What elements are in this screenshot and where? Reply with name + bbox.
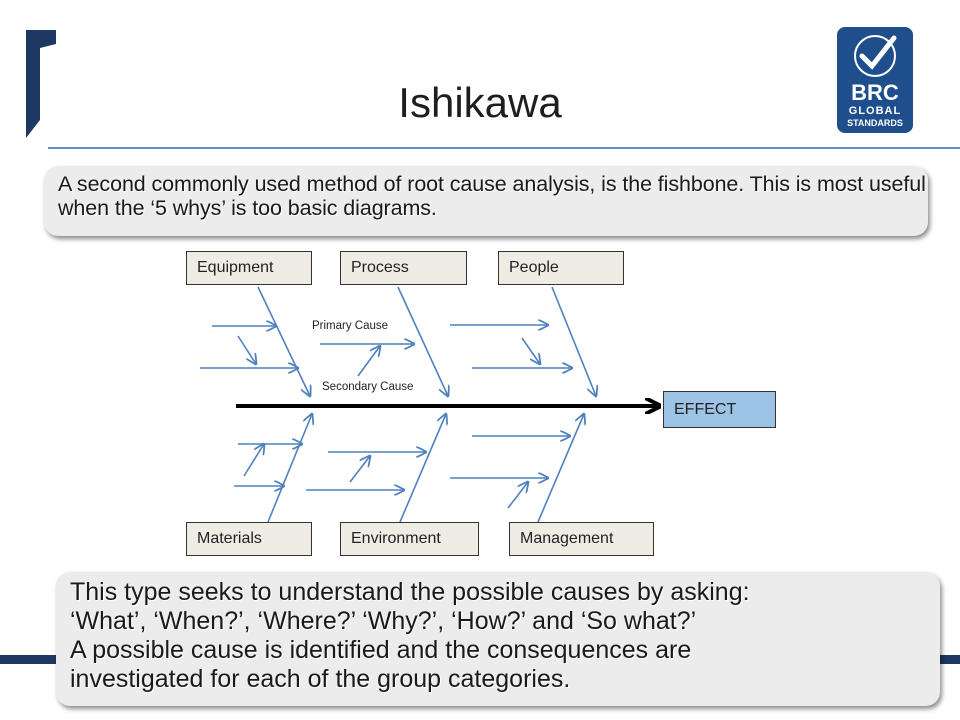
brc-logo-badge: BRC GLOBAL STANDARDS — [837, 27, 913, 133]
cause-arrow — [507, 482, 528, 509]
brc-logo: BRC GLOBAL STANDARDS — [836, 26, 914, 134]
footer-band-right — [936, 655, 960, 664]
explanation-line-1: This type seeks to understand the possib… — [70, 578, 750, 606]
category-management: Management — [509, 522, 654, 556]
explanation-line-4: investigated for each of the group categ… — [70, 665, 571, 693]
category-materials: Materials — [186, 522, 312, 556]
logo-text-standards: STANDARDS — [847, 118, 903, 128]
cause-arrow — [521, 337, 540, 364]
intro-callout: A second commonly used method of root ca… — [44, 166, 928, 236]
cause-arrow — [237, 335, 256, 364]
bone-process — [397, 286, 448, 396]
category-environment: Environment — [340, 522, 479, 556]
bone-materials — [267, 414, 312, 523]
cause-arrow — [349, 456, 370, 483]
footer-band-left — [0, 655, 60, 664]
title-divider — [48, 147, 960, 149]
logo-text-brc: BRC — [851, 80, 899, 105]
category-equipment: Equipment — [186, 251, 312, 285]
category-process: Process — [340, 251, 467, 285]
explanation-callout: This type seeks to understand the possib… — [56, 572, 940, 706]
bone-equipment — [257, 286, 310, 396]
intro-text: A second commonly used method of root ca… — [58, 172, 926, 220]
corner-bracket-decoration — [26, 30, 56, 138]
secondary-cause-arrow — [357, 346, 380, 377]
primary-cause-label: Primary Cause — [312, 320, 389, 332]
effect-box: EFFECT — [663, 391, 776, 428]
category-people: People — [498, 251, 624, 285]
bone-people — [551, 286, 596, 396]
secondary-cause-label: Secondary Cause — [322, 381, 414, 393]
explanation-line-3: A possible cause is identified and the c… — [70, 636, 692, 664]
bone-management — [537, 414, 584, 523]
bone-environment — [399, 414, 446, 523]
cause-arrow — [243, 444, 264, 477]
logo-text-global: GLOBAL — [849, 105, 901, 117]
explanation-line-2: ‘What’, ‘When?’, ‘Where?’ ‘Why?’, ‘How?’… — [70, 607, 697, 635]
page-title: Ishikawa — [398, 79, 562, 126]
